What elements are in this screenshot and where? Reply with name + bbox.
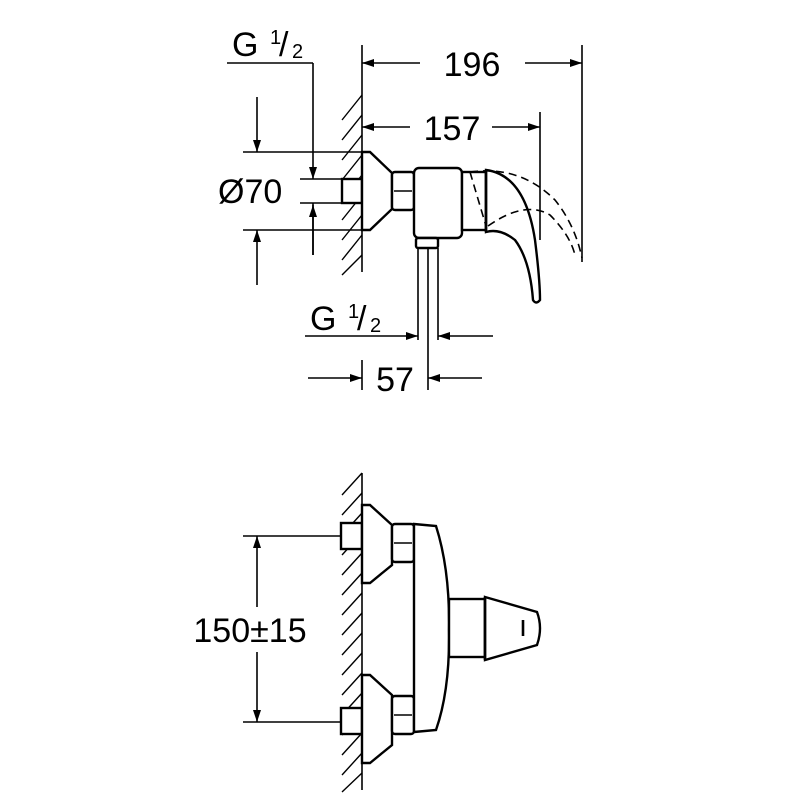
outlet-thread-prefix: G: [310, 300, 336, 338]
escutcheon-upper: [360, 503, 394, 585]
cartridge-housing: [460, 170, 488, 232]
inlet-thread-den: 2: [292, 41, 303, 63]
outlet-connector: [414, 236, 440, 250]
inlet-nipple-lower: [339, 706, 364, 736]
cartridge-front: [447, 597, 487, 659]
inlet-thread-slash: /: [279, 26, 289, 64]
inlet-thread-prefix: G: [232, 26, 258, 64]
outlet-thread-den: 2: [370, 315, 381, 337]
lever-front: [483, 595, 542, 662]
dim-inlet-spacing: 150±15: [193, 612, 306, 650]
dim-overall-depth: 196: [444, 46, 501, 84]
inlet-thread-num: 1: [270, 27, 281, 49]
outlet-thread-num: 1: [348, 301, 359, 323]
inlet-nipple: [340, 177, 364, 205]
wall-hatch: [341, 472, 363, 793]
inlet-nipple-upper: [339, 521, 364, 551]
dim-escutcheon-diameter: Ø70: [218, 173, 282, 211]
top-view: 196 157 G 1 / 2 Ø70 G 1 / 2 57: [218, 26, 583, 399]
outlet-thread-slash: /: [357, 300, 367, 338]
lever-handle: [484, 168, 542, 304]
dim-lever-depth: 157: [424, 110, 481, 148]
mixer-body-front: [412, 522, 451, 734]
front-view: 150±15: [193, 472, 542, 793]
dim-outlet-offset: 57: [376, 361, 414, 399]
mixer-body: [412, 166, 464, 240]
escutcheon: [360, 150, 394, 232]
lever-alt-position: [469, 170, 583, 259]
escutcheon-lower: [360, 673, 394, 765]
